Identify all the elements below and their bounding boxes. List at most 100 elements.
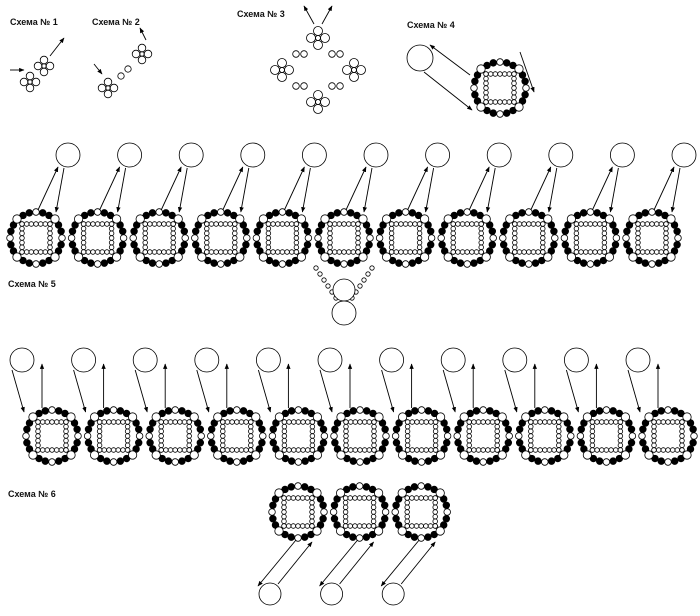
filled-bead bbox=[472, 457, 481, 465]
inner-bead bbox=[265, 221, 272, 227]
inner-bead bbox=[343, 437, 349, 444]
filled-bead bbox=[119, 241, 127, 249]
bead bbox=[320, 97, 330, 107]
corner-bead bbox=[197, 214, 207, 224]
thread-arrow bbox=[37, 166, 59, 211]
inner-bead bbox=[265, 225, 272, 232]
filled-bead bbox=[287, 483, 295, 491]
open-bead bbox=[259, 432, 267, 440]
corner-bead bbox=[274, 488, 284, 498]
filled-bead bbox=[148, 259, 157, 267]
inner-bead bbox=[501, 99, 508, 105]
inner-bead bbox=[309, 518, 315, 525]
inner-bead bbox=[483, 85, 489, 91]
large-bead bbox=[258, 582, 282, 606]
filled-bead bbox=[135, 439, 143, 447]
filled-bead bbox=[319, 515, 327, 523]
open-bead bbox=[217, 260, 225, 268]
inner-bead bbox=[80, 221, 87, 227]
inner-bead bbox=[478, 235, 484, 241]
filled-bead bbox=[410, 483, 419, 491]
inner-bead bbox=[35, 428, 41, 435]
thread-arrow bbox=[345, 166, 367, 211]
corner-bead bbox=[135, 214, 145, 224]
filled-bead bbox=[486, 407, 494, 415]
inner-bead bbox=[485, 447, 491, 453]
inner-bead bbox=[345, 221, 352, 227]
inner-bead bbox=[289, 221, 295, 227]
inner-bead bbox=[281, 499, 287, 506]
inner-bead bbox=[49, 419, 55, 425]
corner-bead bbox=[296, 252, 306, 262]
open-bead bbox=[525, 260, 533, 268]
inner-bead bbox=[124, 428, 131, 435]
filled-bead bbox=[454, 439, 462, 447]
inner-bead bbox=[224, 419, 231, 425]
filled-bead bbox=[503, 109, 511, 117]
inner-bead bbox=[248, 433, 254, 439]
inner-bead bbox=[511, 75, 517, 82]
scheme-6-lower-motif bbox=[391, 482, 451, 542]
inner-bead bbox=[651, 437, 657, 444]
filled-bead bbox=[103, 407, 111, 415]
inner-bead bbox=[489, 419, 496, 425]
filled-bead bbox=[207, 439, 216, 447]
filled-bead bbox=[673, 241, 681, 249]
inner-bead bbox=[336, 221, 343, 227]
inner-bead bbox=[361, 447, 368, 453]
filled-bead bbox=[499, 227, 508, 235]
inner-bead bbox=[388, 239, 395, 246]
scheme-6-motif bbox=[330, 406, 390, 466]
inner-bead bbox=[291, 447, 297, 453]
inner-bead bbox=[248, 447, 254, 453]
open-bead bbox=[496, 58, 504, 66]
inner-bead bbox=[617, 423, 624, 430]
filled-bead bbox=[319, 439, 328, 447]
filled-bead bbox=[180, 241, 189, 249]
corner-bead bbox=[620, 450, 631, 460]
inner-bead bbox=[49, 447, 55, 453]
open-bead bbox=[171, 406, 179, 414]
bead-cluster bbox=[270, 58, 294, 82]
bead bbox=[124, 65, 132, 73]
inner-bead bbox=[120, 419, 126, 425]
inner-bead bbox=[494, 442, 500, 449]
bead bbox=[277, 72, 287, 82]
inner-bead bbox=[371, 433, 377, 439]
inner-bead bbox=[663, 225, 669, 232]
inner-bead bbox=[147, 221, 153, 227]
inner-bead bbox=[208, 221, 215, 227]
inner-bead bbox=[418, 447, 425, 453]
inner-bead bbox=[309, 433, 316, 439]
bead-cluster bbox=[131, 43, 153, 65]
inner-bead bbox=[402, 221, 409, 227]
corner-bead bbox=[435, 526, 445, 536]
open-bead bbox=[489, 234, 497, 242]
corner-bead bbox=[28, 450, 38, 460]
inner-bead bbox=[483, 80, 489, 87]
filled-bead bbox=[331, 439, 339, 447]
inner-bead bbox=[177, 419, 183, 425]
open-bead bbox=[268, 508, 276, 516]
open-bead bbox=[181, 234, 189, 242]
scheme-5-motif bbox=[129, 208, 189, 268]
inner-bead bbox=[331, 249, 338, 255]
inner-bead bbox=[530, 249, 537, 255]
filled-bead bbox=[627, 439, 636, 447]
inner-bead bbox=[494, 433, 500, 439]
inner-bead bbox=[466, 433, 472, 439]
open-bead bbox=[294, 482, 302, 490]
scheme-6-motif bbox=[576, 406, 637, 466]
filled-bead bbox=[258, 425, 266, 433]
inner-bead bbox=[124, 442, 131, 449]
inner-bead bbox=[432, 433, 439, 439]
corner-bead bbox=[358, 214, 368, 224]
inner-bead bbox=[309, 509, 315, 515]
inner-bead bbox=[489, 447, 496, 453]
filled-bead bbox=[671, 457, 679, 465]
inner-bead bbox=[281, 523, 287, 529]
corner-bead bbox=[151, 412, 161, 422]
filled-bead bbox=[330, 501, 339, 509]
inner-bead bbox=[343, 447, 349, 453]
bead bbox=[300, 50, 308, 58]
